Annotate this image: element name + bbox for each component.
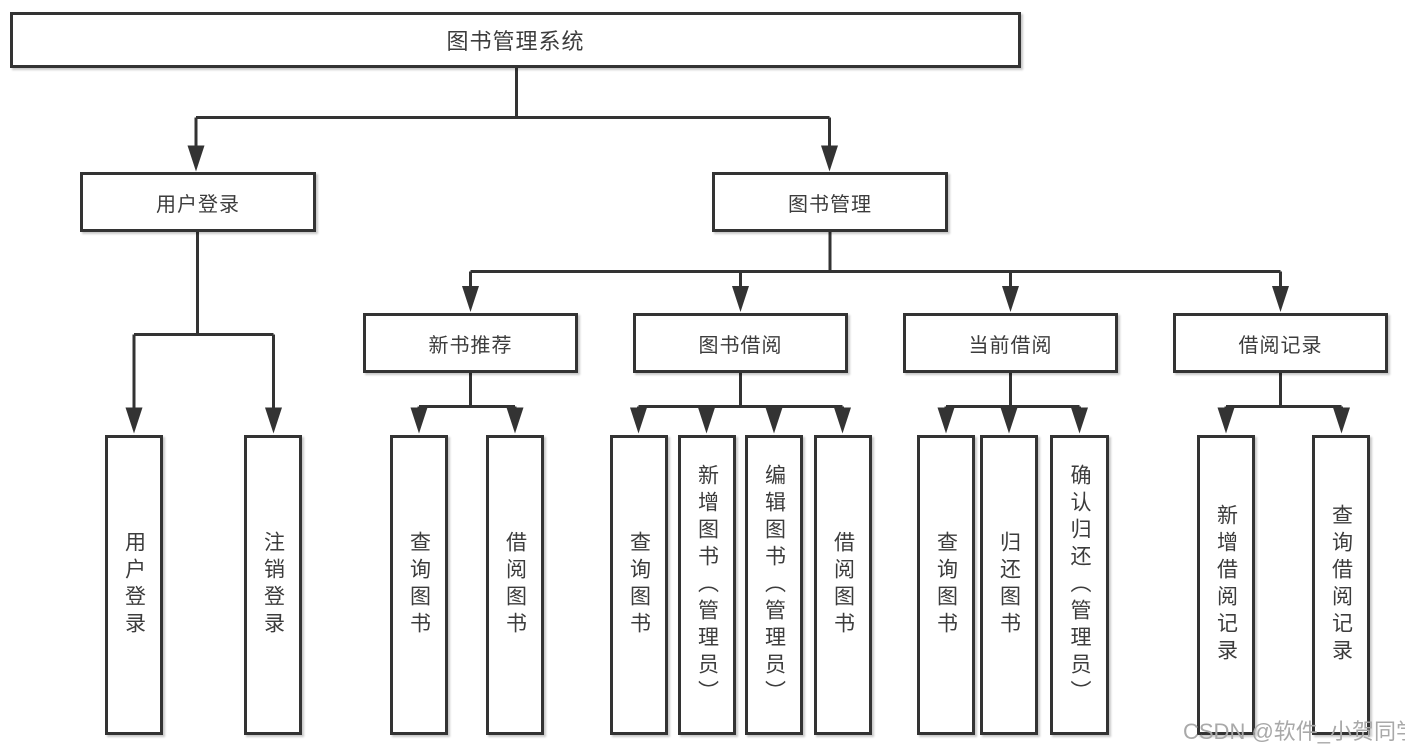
node-borrow-records: 借阅记录 (1173, 313, 1388, 373)
arrow-down-icon (265, 407, 282, 434)
leaf-logout-label: 注销登录 (261, 531, 285, 639)
leaf-query-books-borrow-label: 查询图书 (627, 531, 651, 639)
node-book-mgmt: 图书管理 (712, 172, 948, 232)
arrow-down-icon (732, 286, 749, 312)
node-book-borrow: 图书借阅 (633, 313, 848, 373)
node-user-login: 用户登录 (80, 172, 316, 232)
arrow-down-icon (1217, 407, 1235, 434)
csdn-watermark: CSDN @软件_小贺同学 (1183, 719, 1405, 744)
arrow-down-icon (1002, 286, 1019, 312)
leaf-add-borrow-record: 新增借阅记录 (1197, 435, 1255, 735)
arrow-down-icon (834, 407, 851, 434)
connector-user-login-branch (125, 232, 282, 434)
arrow-down-icon (1333, 407, 1350, 434)
arrow-down-icon (506, 407, 524, 434)
leaf-query-borrow-record-label: 查询借阅记录 (1329, 504, 1353, 666)
node-new-book-rec-label: 新书推荐 (428, 334, 513, 357)
leaf-logout: 注销登录 (244, 435, 302, 735)
leaf-query-books-rec: 查询图书 (390, 435, 448, 735)
leaf-query-books-borrow: 查询图书 (610, 435, 668, 735)
arrow-down-icon (765, 407, 783, 434)
arrow-down-icon (821, 145, 838, 172)
arrow-down-icon (462, 286, 479, 312)
node-root: 图书管理系统 (10, 12, 1021, 68)
node-new-book-rec: 新书推荐 (363, 313, 578, 373)
leaf-add-borrow-record-label: 新增借阅记录 (1214, 504, 1238, 666)
node-current-borrow: 当前借阅 (903, 313, 1118, 373)
connector-current-borrow-branch (937, 373, 1088, 434)
leaf-borrow-books: 借阅图书 (814, 435, 872, 735)
leaf-query-books-rec-label: 查询图书 (407, 531, 431, 639)
arrow-down-icon (1272, 286, 1289, 312)
node-book-mgmt-label: 图书管理 (788, 193, 872, 216)
arrow-down-icon (410, 407, 428, 434)
arrow-down-icon (630, 407, 647, 434)
leaf-borrow-books-label: 借阅图书 (831, 531, 855, 639)
connector-new-book-rec-branch (410, 373, 524, 434)
leaf-add-books-admin: 新增图书（管理员） (678, 435, 736, 735)
node-book-borrow-label: 图书借阅 (698, 334, 783, 357)
connector-book-borrow-branch (630, 373, 851, 434)
leaf-return-books-label: 归还图书 (997, 531, 1021, 639)
leaf-user-login-label: 用户登录 (122, 531, 146, 639)
arrow-down-icon (187, 145, 205, 172)
connector-borrow-records-branch (1217, 373, 1350, 434)
leaf-query-books-current: 查询图书 (917, 435, 975, 735)
leaf-edit-books-admin: 编辑图书（管理员） (745, 435, 803, 735)
node-current-borrow-label: 当前借阅 (968, 334, 1053, 357)
arrow-down-icon (125, 407, 143, 434)
leaf-confirm-return-admin: 确认归还（管理员） (1050, 435, 1109, 735)
node-borrow-records-label: 借阅记录 (1238, 334, 1323, 357)
node-user-login-label: 用户登录 (156, 193, 240, 216)
connector-root-to-level2 (187, 68, 838, 172)
leaf-confirm-return-admin-label: 确认归还（管理员） (1068, 463, 1091, 707)
leaf-return-books: 归还图书 (980, 435, 1038, 735)
arrow-down-icon (937, 407, 955, 434)
leaf-query-borrow-record: 查询借阅记录 (1312, 435, 1370, 735)
leaf-query-books-current-label: 查询图书 (934, 531, 958, 639)
leaf-borrow-books-rec: 借阅图书 (486, 435, 544, 735)
leaf-edit-books-admin-label: 编辑图书（管理员） (762, 463, 786, 707)
connector-book-mgmt-branch (462, 232, 1289, 312)
leaf-user-login: 用户登录 (105, 435, 163, 735)
arrow-down-icon (1071, 407, 1088, 434)
arrow-down-icon (1000, 407, 1018, 434)
leaf-add-books-admin-label: 新增图书（管理员） (695, 463, 719, 707)
node-root-label: 图书管理系统 (446, 29, 585, 54)
arrow-down-icon (698, 407, 715, 434)
leaf-borrow-books-rec-label: 借阅图书 (503, 531, 527, 639)
